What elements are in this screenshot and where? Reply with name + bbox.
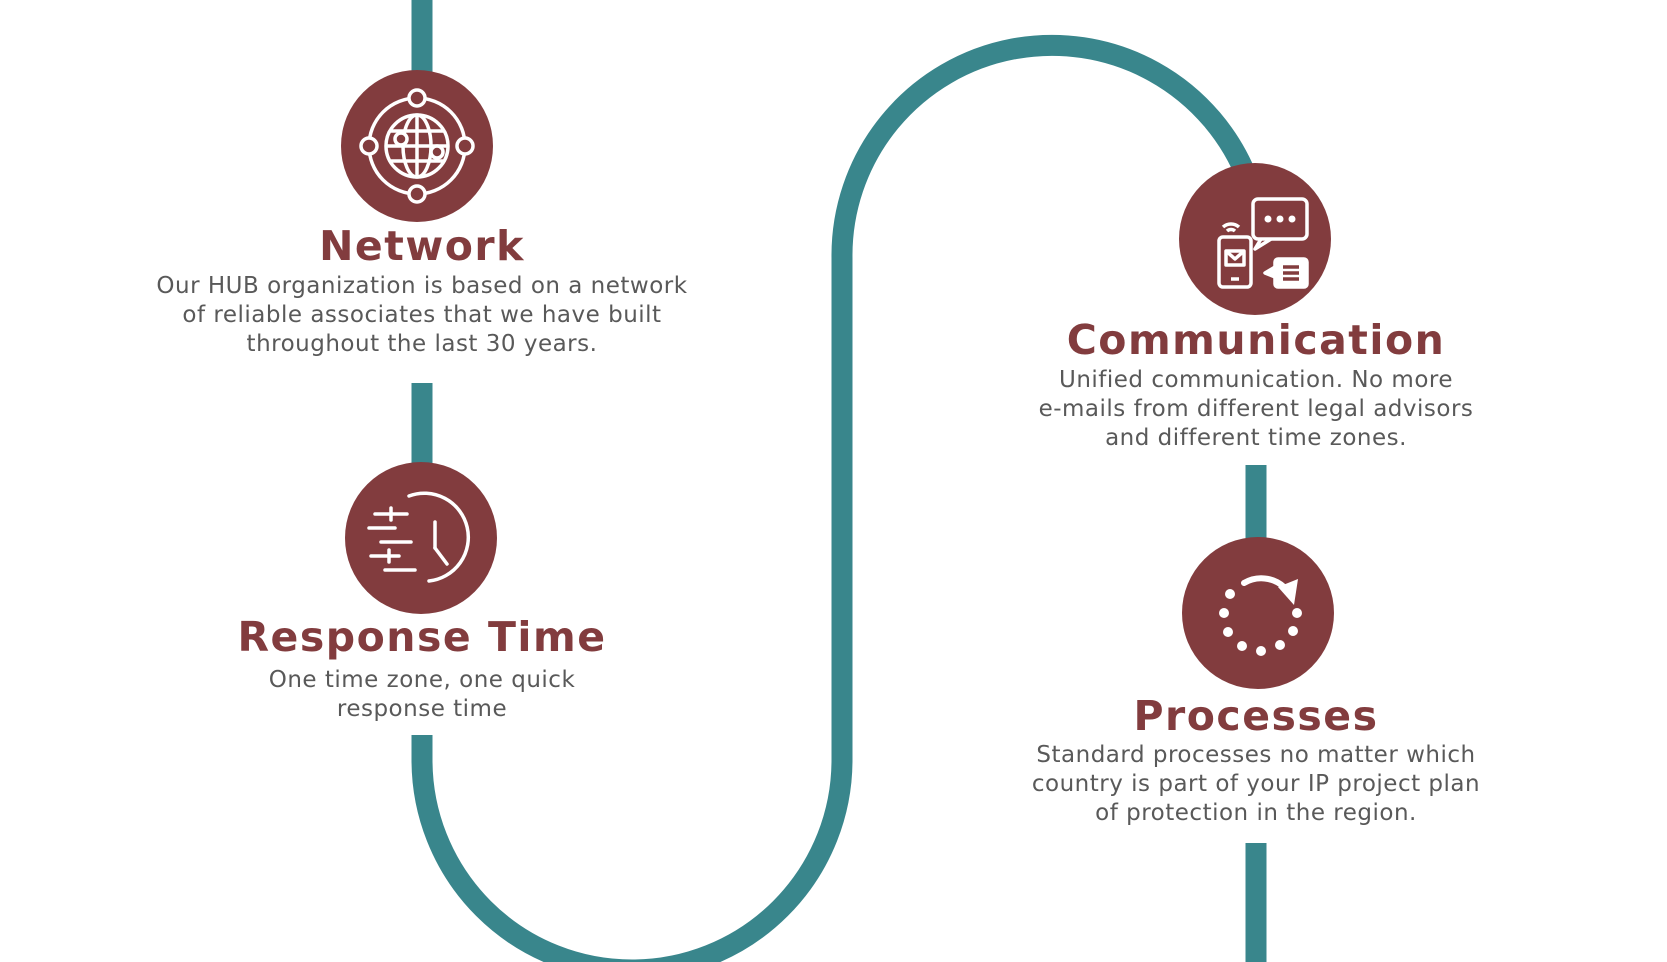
network-description: Our HUB organization is based on a netwo… [156,273,688,357]
processes-title: Processes [1133,692,1379,740]
processes-description: Standard processes no matter which count… [1031,742,1481,826]
communication-title: Communication [1066,316,1446,364]
communication-description: Unified communication. No more e-mails f… [1038,367,1474,451]
cycle-arrow-icon [1198,553,1318,673]
globe-network-icon [357,86,477,206]
network-title: Network [319,222,525,270]
network-badge [341,70,493,222]
response-time-title: Response Time [237,613,607,661]
chat-devices-icon [1195,179,1315,299]
response-time-description: One time zone, one quick response time [268,667,576,722]
fast-clock-icon [361,478,481,598]
communication-badge [1179,163,1331,315]
processes-badge [1182,537,1334,689]
response-time-badge [345,462,497,614]
